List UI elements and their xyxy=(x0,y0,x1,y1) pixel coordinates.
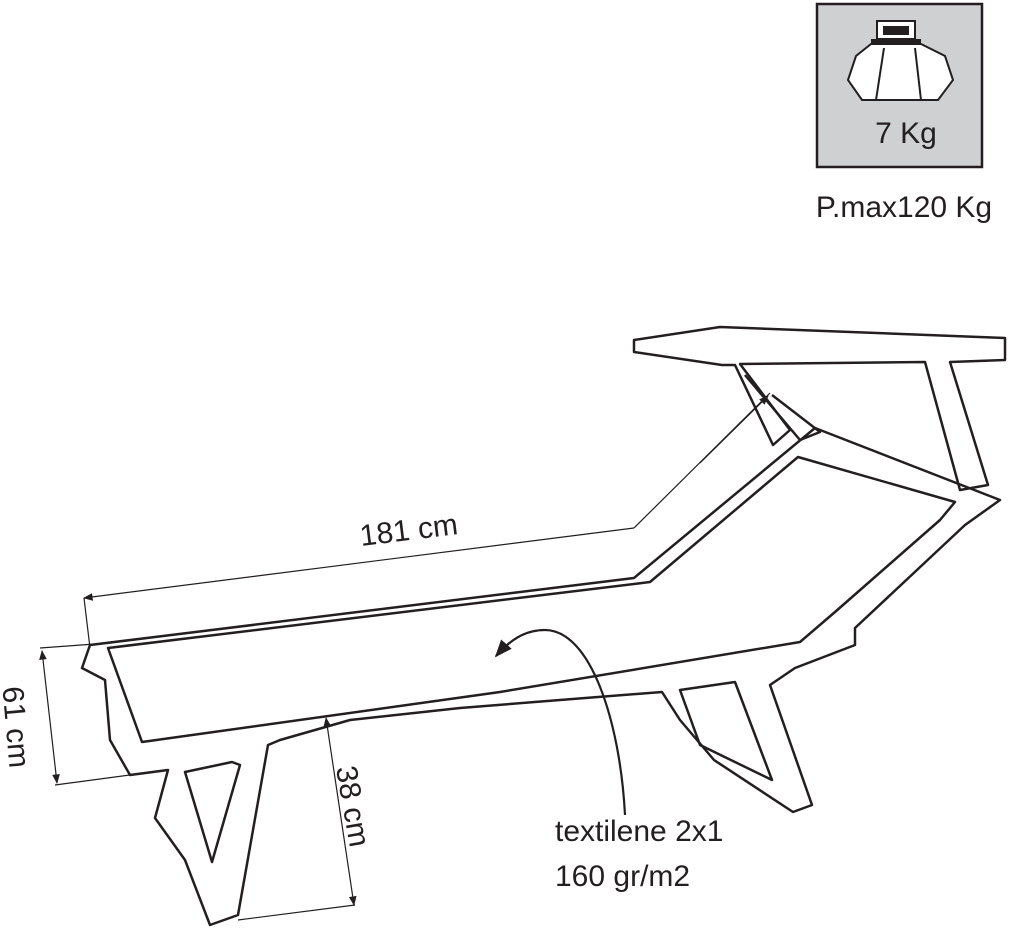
canopy-arm xyxy=(744,374,822,442)
weight-icon xyxy=(846,20,955,101)
material-line-2: 160 gr/m2 xyxy=(555,860,690,893)
sunbed-drawing xyxy=(80,325,1007,927)
dimension-lines xyxy=(39,392,771,921)
length-extension-left xyxy=(83,597,91,649)
material-pointer xyxy=(494,628,627,816)
width-extension-bottom xyxy=(54,774,131,786)
front-leg-inner xyxy=(678,680,774,782)
canopy xyxy=(632,325,1007,492)
height-dimension-line xyxy=(323,717,357,906)
height-extension-bottom xyxy=(237,904,356,921)
frame-outer xyxy=(80,426,1002,927)
length-dimension-line-end xyxy=(699,395,769,464)
length-dimension-line xyxy=(83,527,635,601)
height-label: 38 cm xyxy=(329,763,376,849)
fabric-panel xyxy=(106,455,957,744)
max-load-label: P.max120 Kg xyxy=(816,191,992,224)
weight-label: 7 Kg xyxy=(875,117,937,150)
width-extension-top xyxy=(39,643,96,649)
rear-leg-inner xyxy=(183,760,242,864)
width-label: 61 cm xyxy=(0,685,35,769)
width-dimension-line xyxy=(39,650,60,784)
material-line-1: textilene 2x1 xyxy=(555,815,723,848)
length-label: 181 cm xyxy=(358,508,460,553)
weight-badge: 7 Kg xyxy=(815,2,984,169)
